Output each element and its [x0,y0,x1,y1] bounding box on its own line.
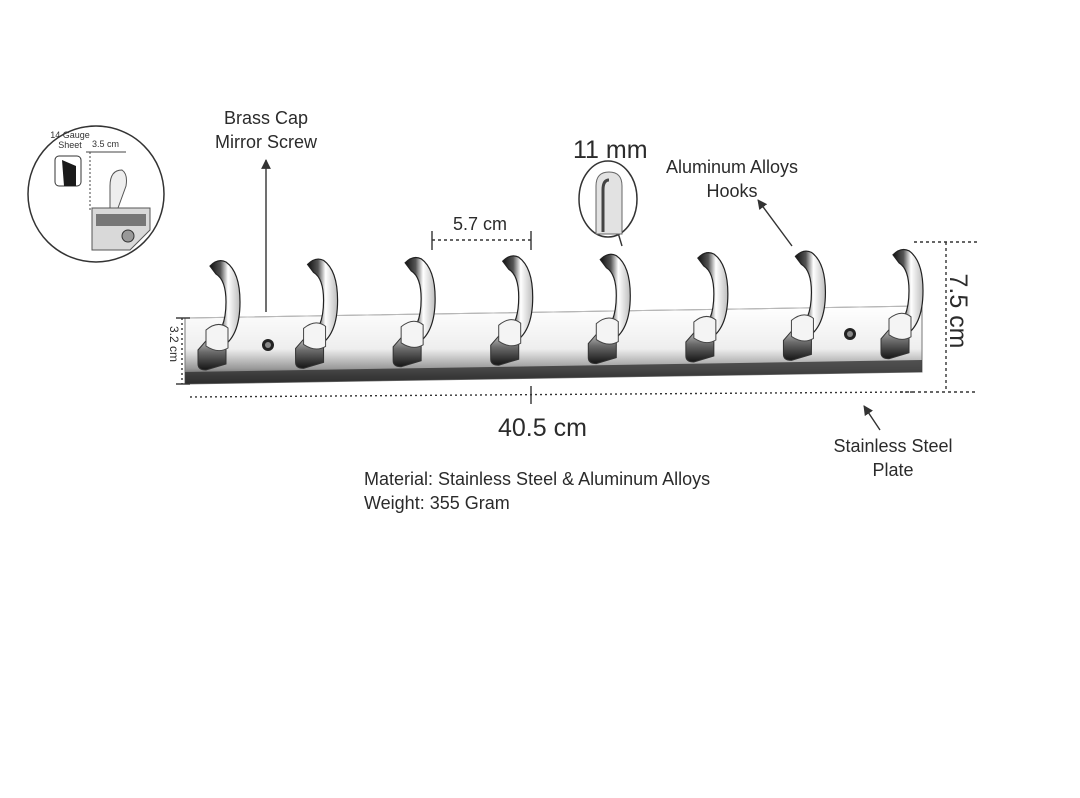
hook [295,258,339,369]
hook [685,252,729,363]
hooks-group [197,248,924,371]
hooks-line2: Hooks [706,181,758,201]
length-dimension-line [189,391,913,398]
inset-detail-circle [27,125,165,263]
plate-line2: Plate [872,460,914,480]
hooks-callout: Aluminum Alloys Hooks [656,155,808,203]
steel-plate [184,305,923,385]
plate-height-label: 3.2 cm [167,325,181,362]
hook [880,248,924,360]
inset-gauge-line1: 14 Gauge [50,130,90,140]
hook-width-detail [578,160,638,238]
hook [392,256,436,368]
inset-gauge-label: 14 Gauge Sheet [50,130,90,150]
plate-line1: Stainless Steel [833,436,953,456]
plate-callout: Stainless Steel Plate [822,434,964,482]
mirror-screw-left [262,339,274,351]
brass-cap-callout: Brass Cap Mirror Screw [196,106,336,154]
total-height-label: 7.5 cm [944,273,972,349]
hook-width-label: 11 mm [573,136,648,164]
hooks-line1: Aluminum Alloys [665,157,799,177]
plate-leader [863,405,881,431]
specs-block: Material: Stainless Steel & Aluminum All… [364,467,710,515]
material-spec: Material: Stainless Steel & Aluminum All… [364,469,711,489]
inset-gauge-line2: Sheet [58,140,82,150]
mirror-screw-line: Mirror Screw [215,132,317,152]
hooks-leader [757,199,793,247]
brass-cap-line: Brass Cap [223,108,309,128]
mirror-screw-right [844,328,856,340]
hook [587,253,631,365]
hook [782,250,827,361]
hook [197,260,241,371]
length-label: 40.5 cm [498,414,587,442]
annotation-lines [176,159,978,431]
hook [490,255,534,366]
inset-hook-height: 3.5 cm [92,139,120,149]
weight-spec: Weight: 355 Gram [364,493,510,513]
spacing-label: 5.7 cm [453,214,508,234]
